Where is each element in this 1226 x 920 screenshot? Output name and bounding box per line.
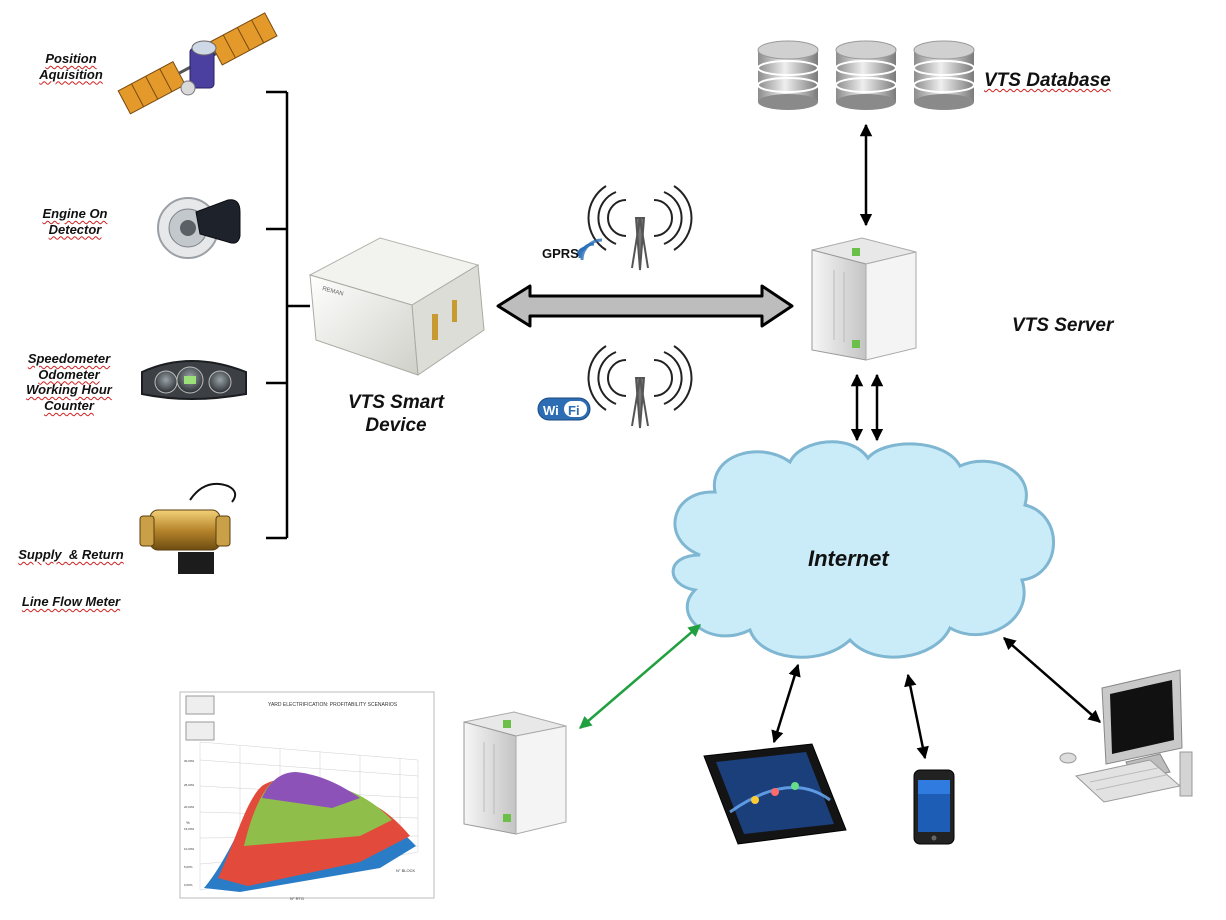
label-flow-line-2: Line Flow Meter (21, 593, 121, 609)
profitability-chart: YARD ELECTRIFICATION: PROFITABILITY SCEN… (179, 691, 435, 901)
chart-y-tick-1: 25,00% (184, 783, 195, 787)
cloud-tablet-arrow (771, 663, 801, 744)
label-position-line-1: Position (45, 51, 97, 66)
label-vts-database: VTS Database (984, 70, 1111, 93)
label-server-text: VTS Server (1012, 315, 1114, 336)
label-device-line-2: Device (365, 414, 427, 436)
flow-meter-icon (139, 482, 237, 574)
chart-y-label: % (186, 820, 190, 825)
chart-y-tick-5: 5,00% (184, 865, 193, 869)
label-speedometer: Speedometer Odometer Working Hour Counte… (4, 351, 134, 413)
dashboard-icon (141, 360, 247, 400)
wifi-fi-text: Fi (568, 403, 580, 418)
label-flow-meter: Supply & Return Line Flow Meter (6, 516, 136, 625)
label-speedo-line-3: Working Hour (26, 382, 112, 398)
wifi-tower-icon (587, 345, 693, 429)
label-engine-line-1: Engine On (42, 206, 108, 221)
wifi-logo-icon: Wi Fi (537, 397, 591, 421)
cloud-phone-arrow (904, 673, 929, 760)
cloud-webserver-arrow (579, 624, 701, 729)
device-server-link-arrow (496, 284, 794, 328)
label-vts-smart-device: VTS Smart Device (326, 392, 466, 438)
database-icon-2 (835, 40, 897, 110)
database-icon-1 (757, 40, 819, 110)
chart-y-tick-3: 15,00% (184, 827, 195, 831)
database-icon-3 (913, 40, 975, 110)
cloud-pc-arrow (1003, 637, 1101, 723)
chart-x-label: N° RTG (290, 896, 304, 901)
gprs-tower-icon (587, 185, 693, 271)
tablet-icon (703, 743, 847, 845)
label-speedo-line-4: Counter (44, 397, 94, 413)
label-gprs: GPRS (542, 246, 579, 262)
server-tower-icon (811, 237, 917, 361)
wifi-wi-text: Wi (543, 403, 559, 418)
satellite-icon (117, 12, 278, 115)
chart-y-tick-6: 0,00% (184, 883, 193, 887)
smartphone-icon (913, 769, 955, 845)
label-engine-line-2: Detector (48, 221, 102, 237)
web-server-icon (463, 711, 567, 835)
smart-device-icon: REMAN (308, 237, 485, 376)
label-vts-server: VTS Server (1012, 315, 1113, 338)
label-internet: Internet (808, 546, 889, 572)
label-database-text: VTS Database (984, 70, 1111, 91)
chart-y-tick-2: 20,00% (184, 805, 195, 809)
label-device-line-1: VTS Smart (347, 392, 445, 413)
chart-z-label: N° BLOCK (396, 868, 415, 873)
label-speedo-line-1: Speedometer (27, 351, 111, 366)
chart-y-tick-4: 10,00% (184, 847, 195, 851)
chart-title: YARD ELECTRIFICATION: PROFITABILITY SCEN… (268, 702, 398, 708)
sensor-bracket (266, 90, 310, 540)
device-brand: REMAN (321, 286, 343, 297)
chart-y-tick-0: 30,00% (184, 759, 195, 763)
internet-cloud (671, 440, 1055, 659)
label-position-line-2: Aquisition (39, 66, 103, 82)
label-internet-text: Internet (808, 546, 889, 571)
label-flow-line-1: Supply & Return (18, 547, 124, 563)
gprs-signal-icon (576, 238, 603, 261)
ignition-key-icon (157, 197, 241, 259)
label-engine-detector: Engine On Detector (10, 206, 140, 237)
desktop-pc-icon (1059, 669, 1193, 803)
label-gprs-text: GPRS (542, 246, 579, 261)
label-speedo-line-2: Odometer (38, 366, 100, 382)
label-position-acquisition: Position Aquisition (6, 51, 136, 82)
